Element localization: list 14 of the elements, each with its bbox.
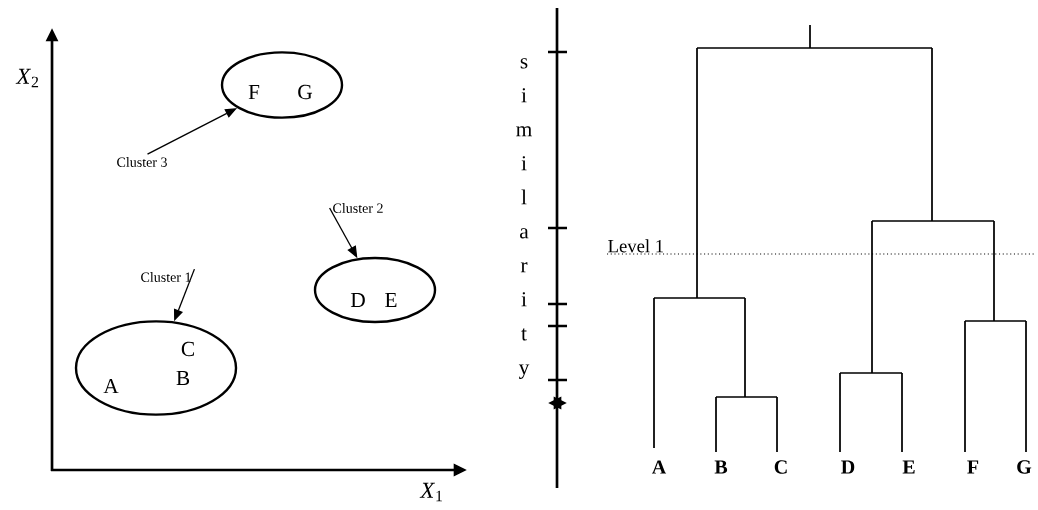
axis-label: X$_{2}$ xyxy=(15,68,39,88)
axis-label: similarity xyxy=(516,58,532,379)
leaf-label: F xyxy=(967,460,979,474)
cluster-label: Cluster 2 xyxy=(333,203,383,213)
leaf-label: C xyxy=(774,460,787,474)
leaf-label: G xyxy=(1017,460,1032,474)
cluster-label: Cluster 3 xyxy=(117,157,167,167)
cluster-label: Cluster 1 xyxy=(141,272,191,282)
level-label: Level 1 xyxy=(608,239,663,253)
leaf-label: A xyxy=(651,460,667,474)
axis-label: X$_{1}$ xyxy=(419,482,442,502)
leaf-label: B xyxy=(714,460,728,474)
leaf-label: D xyxy=(841,460,855,474)
leaf-label: E xyxy=(902,460,915,474)
